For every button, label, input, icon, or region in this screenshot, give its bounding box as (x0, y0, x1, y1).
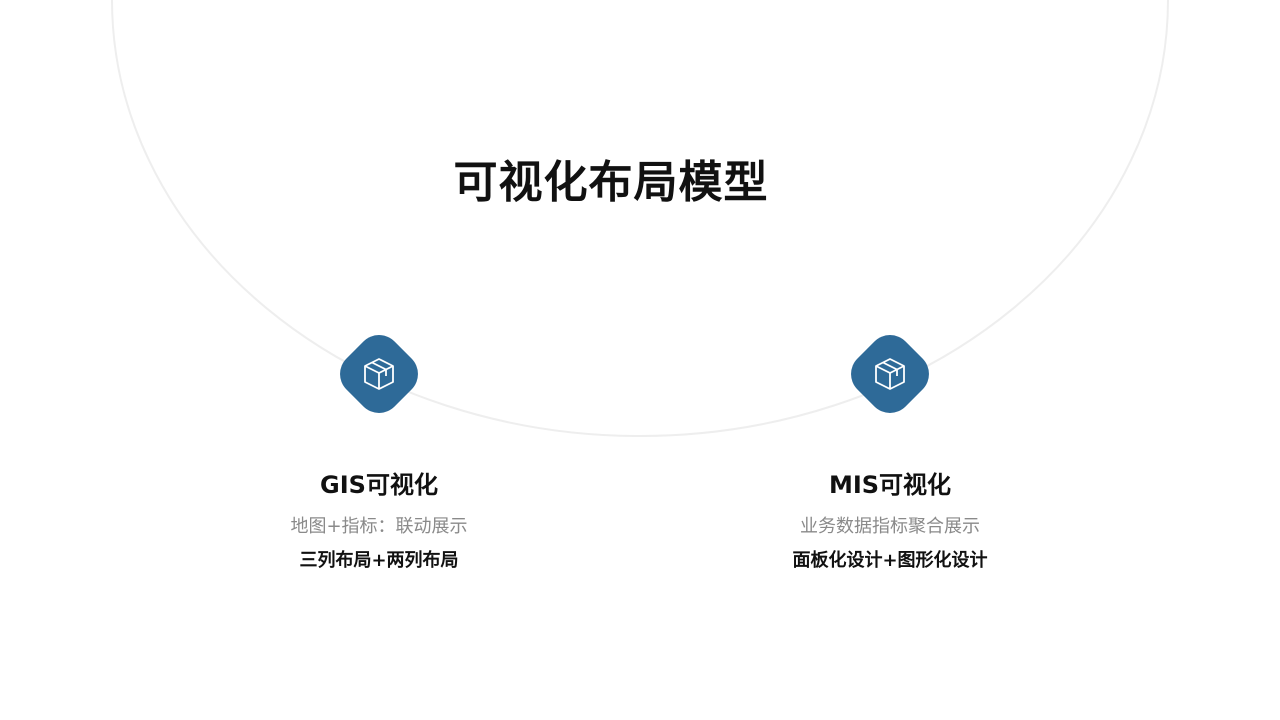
mis-card-title: MIS可视化 (828, 471, 952, 499)
gis-card-title: GIS可视化 (320, 471, 438, 499)
cube-icon (875, 358, 905, 390)
page-title: 可视化布局模型 (453, 157, 769, 208)
gis-card: GIS可视化 地图+指标：联动展示 三列布局+两列布局 (199, 322, 559, 574)
mis-card-subtitle: 面板化设计+图形化设计 (792, 550, 988, 571)
gis-card-subtitle: 三列布局+两列布局 (299, 550, 459, 571)
cube-icon (364, 358, 394, 390)
gis-card-description: 地图+指标：联动展示 (290, 516, 468, 537)
mis-card-description: 业务数据指标聚合展示 (800, 516, 980, 537)
gis-badge (327, 322, 431, 426)
mis-badge (838, 322, 942, 426)
mis-card: MIS可视化 业务数据指标聚合展示 面板化设计+图形化设计 (710, 322, 1070, 574)
